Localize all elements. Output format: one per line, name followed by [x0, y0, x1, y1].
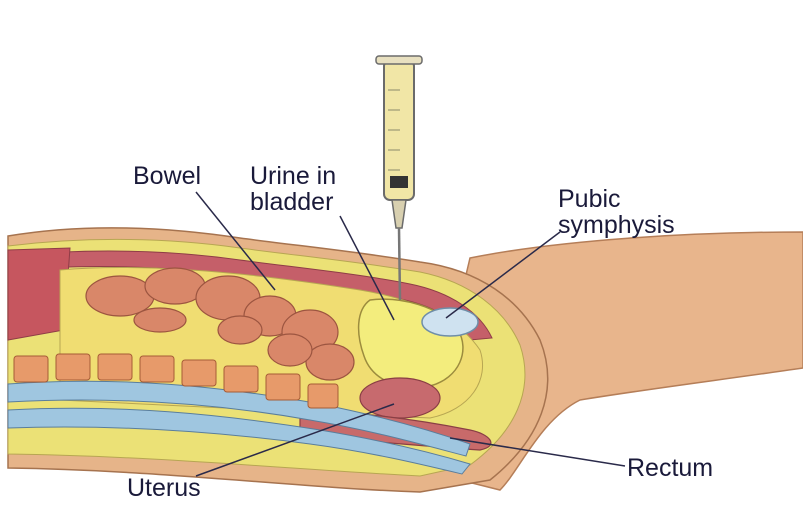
label-pubic-line1: Pubic — [558, 186, 675, 212]
label-urine-in-bladder: Urine in bladder — [250, 163, 336, 215]
label-bowel: Bowel — [133, 163, 201, 189]
label-urine-line2: bladder — [250, 189, 336, 215]
label-pubic-symphysis: Pubic symphysis — [558, 186, 675, 238]
label-uterus: Uterus — [127, 475, 201, 501]
label-rectum: Rectum — [627, 455, 713, 481]
pubic-bone — [422, 308, 478, 336]
label-pubic-line2: symphysis — [558, 212, 675, 238]
label-urine-line1: Urine in — [250, 163, 336, 189]
